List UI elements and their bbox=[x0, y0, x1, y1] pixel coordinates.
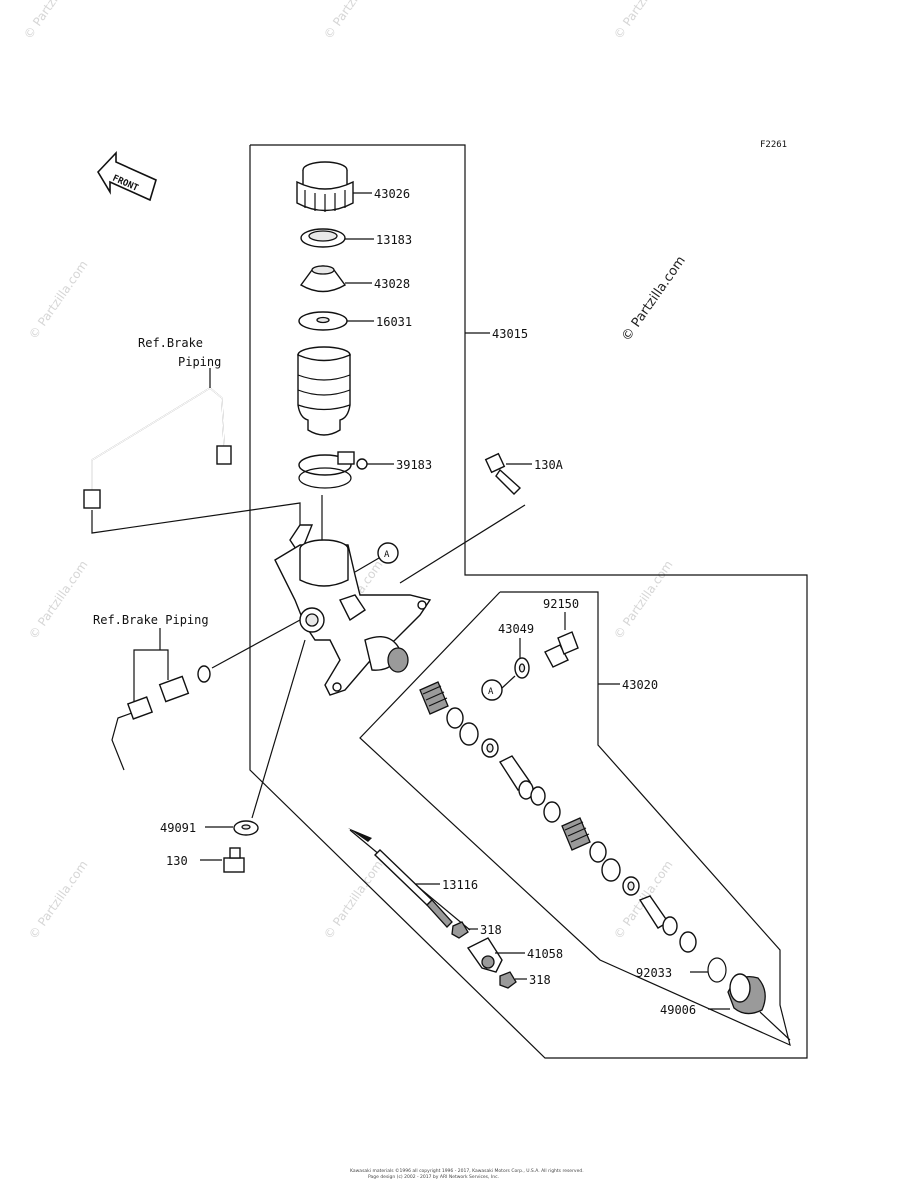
plate-13183 bbox=[300, 228, 346, 248]
clamp-39183 bbox=[298, 451, 368, 489]
ref-brake-piping-upper-line1: Ref.Brake bbox=[138, 336, 203, 350]
watermark-text: © Partzilla.com bbox=[611, 0, 676, 42]
svg-text:A: A bbox=[384, 550, 390, 560]
piston-kit bbox=[419, 681, 697, 953]
part-number-130A: 130A bbox=[534, 458, 564, 472]
part-number-13183: 13183 bbox=[376, 233, 412, 247]
boot-49006 bbox=[727, 973, 766, 1015]
part-number-43049: 43049 bbox=[498, 622, 534, 636]
part-number-41058: 41058 bbox=[527, 947, 563, 961]
washer-16031 bbox=[298, 311, 348, 331]
bolt-130A bbox=[484, 452, 522, 495]
watermark-layer: © Partzilla.com © Partzilla.com © Partzi… bbox=[21, 0, 689, 942]
watermark-text: © Partzilla.com bbox=[26, 258, 91, 342]
pushrod-13116 bbox=[374, 849, 453, 928]
circlip-92033 bbox=[707, 957, 727, 983]
spring-1 bbox=[419, 681, 449, 715]
part-number-43020: 43020 bbox=[622, 678, 658, 692]
callout-a-lower: A bbox=[481, 679, 503, 701]
watermark-text: © Partzilla.com bbox=[321, 0, 386, 42]
spring-2 bbox=[561, 817, 591, 851]
fitting-92150 bbox=[544, 631, 579, 668]
watermark-text: © Partzilla.com bbox=[26, 558, 91, 642]
assembly-bracket-43015 bbox=[249, 144, 808, 1059]
part-number-16031: 16031 bbox=[376, 315, 412, 329]
master-cylinder-body bbox=[274, 524, 432, 696]
part-number-49091: 49091 bbox=[160, 821, 196, 835]
reservoir-cap-43026 bbox=[296, 161, 354, 212]
part-number-318-lower: 318 bbox=[529, 973, 551, 987]
callout-a-upper: A bbox=[377, 542, 399, 564]
watermark-text: © Partzilla.com bbox=[21, 0, 86, 42]
figure-code: F2261 bbox=[760, 140, 787, 150]
clevis-41058 bbox=[466, 937, 503, 973]
svg-text:A: A bbox=[488, 687, 494, 697]
kit-bracket-43020 bbox=[359, 591, 791, 1047]
part-number-92033: 92033 bbox=[636, 966, 672, 980]
watermark-text: © Partzilla.com bbox=[611, 558, 676, 642]
part-number-92150: 92150 bbox=[543, 597, 579, 611]
nut-318-upper bbox=[451, 921, 469, 939]
ref-brake-piping-lower: Ref.Brake Piping bbox=[93, 613, 209, 627]
front-arrow: FRONT bbox=[97, 150, 157, 202]
watermark-text-main: © Partzilla.com bbox=[619, 254, 689, 345]
copyright-line-2: Page design (c) 2002 - 2017 by ARI Netwo… bbox=[368, 1174, 499, 1180]
part-number-43026: 43026 bbox=[374, 187, 410, 201]
ref-brake-piping-upper-line2: Piping bbox=[178, 355, 221, 369]
reservoir-hose bbox=[297, 346, 351, 436]
part-number-130: 130 bbox=[166, 854, 188, 868]
part-number-13116: 13116 bbox=[442, 878, 478, 892]
copyright-line-1: Kawasaki materials ©1996 all copyright 1… bbox=[350, 1167, 584, 1174]
watermark-text: © Partzilla.com bbox=[26, 858, 91, 942]
part-number-39183: 39183 bbox=[396, 458, 432, 472]
part-number-43028: 43028 bbox=[374, 277, 410, 291]
part-number-49006: 49006 bbox=[660, 1003, 696, 1017]
nut-318-lower bbox=[499, 971, 517, 989]
pushrod-arrow-head bbox=[348, 828, 372, 842]
brake-pipe-upper bbox=[83, 387, 232, 509]
brake-pipe-lower bbox=[111, 665, 211, 771]
part-number-43015: 43015 bbox=[492, 327, 528, 341]
diaphragm-43028 bbox=[299, 265, 347, 293]
part-number-318-upper: 318 bbox=[480, 923, 502, 937]
bolt-130 bbox=[223, 847, 245, 873]
